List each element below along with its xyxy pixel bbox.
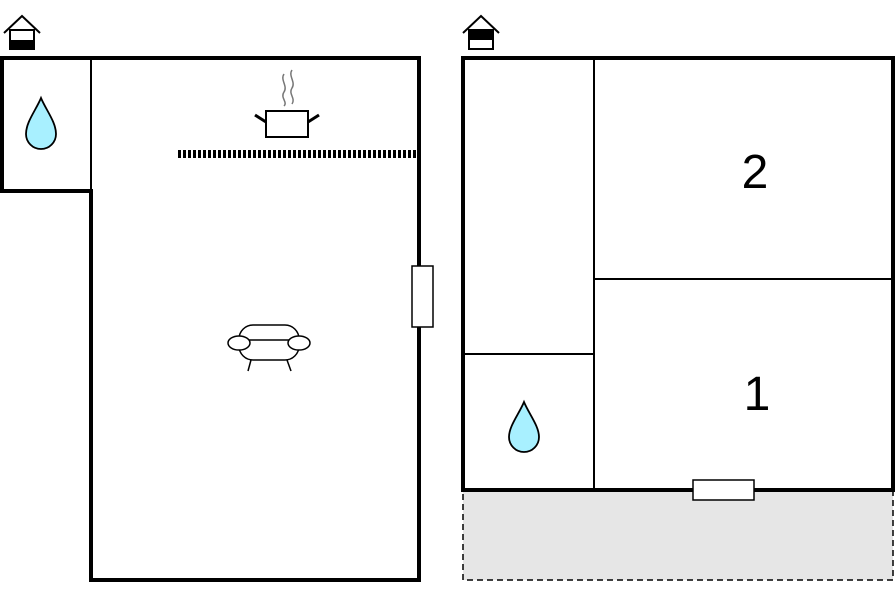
floor-plan-left xyxy=(0,14,434,582)
window xyxy=(692,479,755,501)
house-ground-floor-icon xyxy=(3,14,41,50)
cooking-pot-icon xyxy=(254,69,320,138)
sofa-icon xyxy=(227,324,311,372)
terrace-area xyxy=(462,489,894,581)
outer-wall xyxy=(461,56,895,492)
outer-wall xyxy=(0,56,421,582)
floor-plan-right: 2 1 xyxy=(461,14,895,581)
window xyxy=(411,265,434,328)
room-label-2: 2 xyxy=(742,146,769,199)
house-upper-floor-icon xyxy=(462,14,500,50)
water-drop-icon xyxy=(25,95,57,150)
room-label-1: 1 xyxy=(744,368,771,421)
water-drop-icon xyxy=(508,399,540,453)
